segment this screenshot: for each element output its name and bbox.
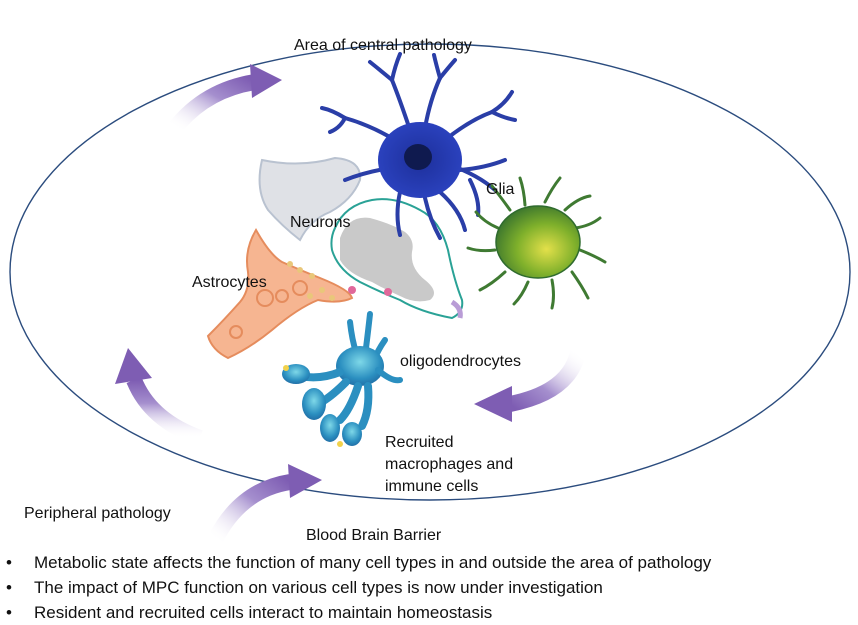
summary-bullets: Metabolic state affects the function of … (4, 550, 711, 625)
microglia-cell (466, 176, 607, 310)
neuron-central (330, 198, 464, 320)
label-astrocytes: Astrocytes (192, 274, 267, 291)
cycle-arrow-right (474, 349, 586, 422)
label-recruited-macrophages: Recruited macrophages and immune cells (385, 434, 514, 495)
cycle-arrow-left (115, 348, 203, 446)
label-area-central-pathology: Area of central pathology (294, 37, 472, 54)
label-blood-brain-barrier: Blood Brain Barrier (306, 527, 442, 544)
label-oligodendrocytes: oligodendrocytes (400, 353, 521, 370)
label-neurons: Neurons (290, 214, 351, 231)
bullet-item: The impact of MPC function on various ce… (4, 575, 711, 600)
label-peripheral-pathology: Peripheral pathology (24, 505, 171, 522)
bullet-item: Resident and recruited cells interact to… (4, 600, 711, 625)
astrocyte-cell (206, 228, 354, 360)
microglia-body (495, 205, 581, 279)
cycle-arrow-bottom (207, 464, 322, 544)
cycle-arrow-top (168, 64, 282, 134)
neuron-upper (258, 156, 362, 242)
pathology-boundary (9, 43, 851, 501)
bullet-item: Metabolic state affects the function of … (4, 550, 711, 575)
label-glia: Glia (486, 181, 515, 198)
glia-nucleus (404, 144, 432, 170)
oligodendrocyte-cell (282, 311, 403, 447)
